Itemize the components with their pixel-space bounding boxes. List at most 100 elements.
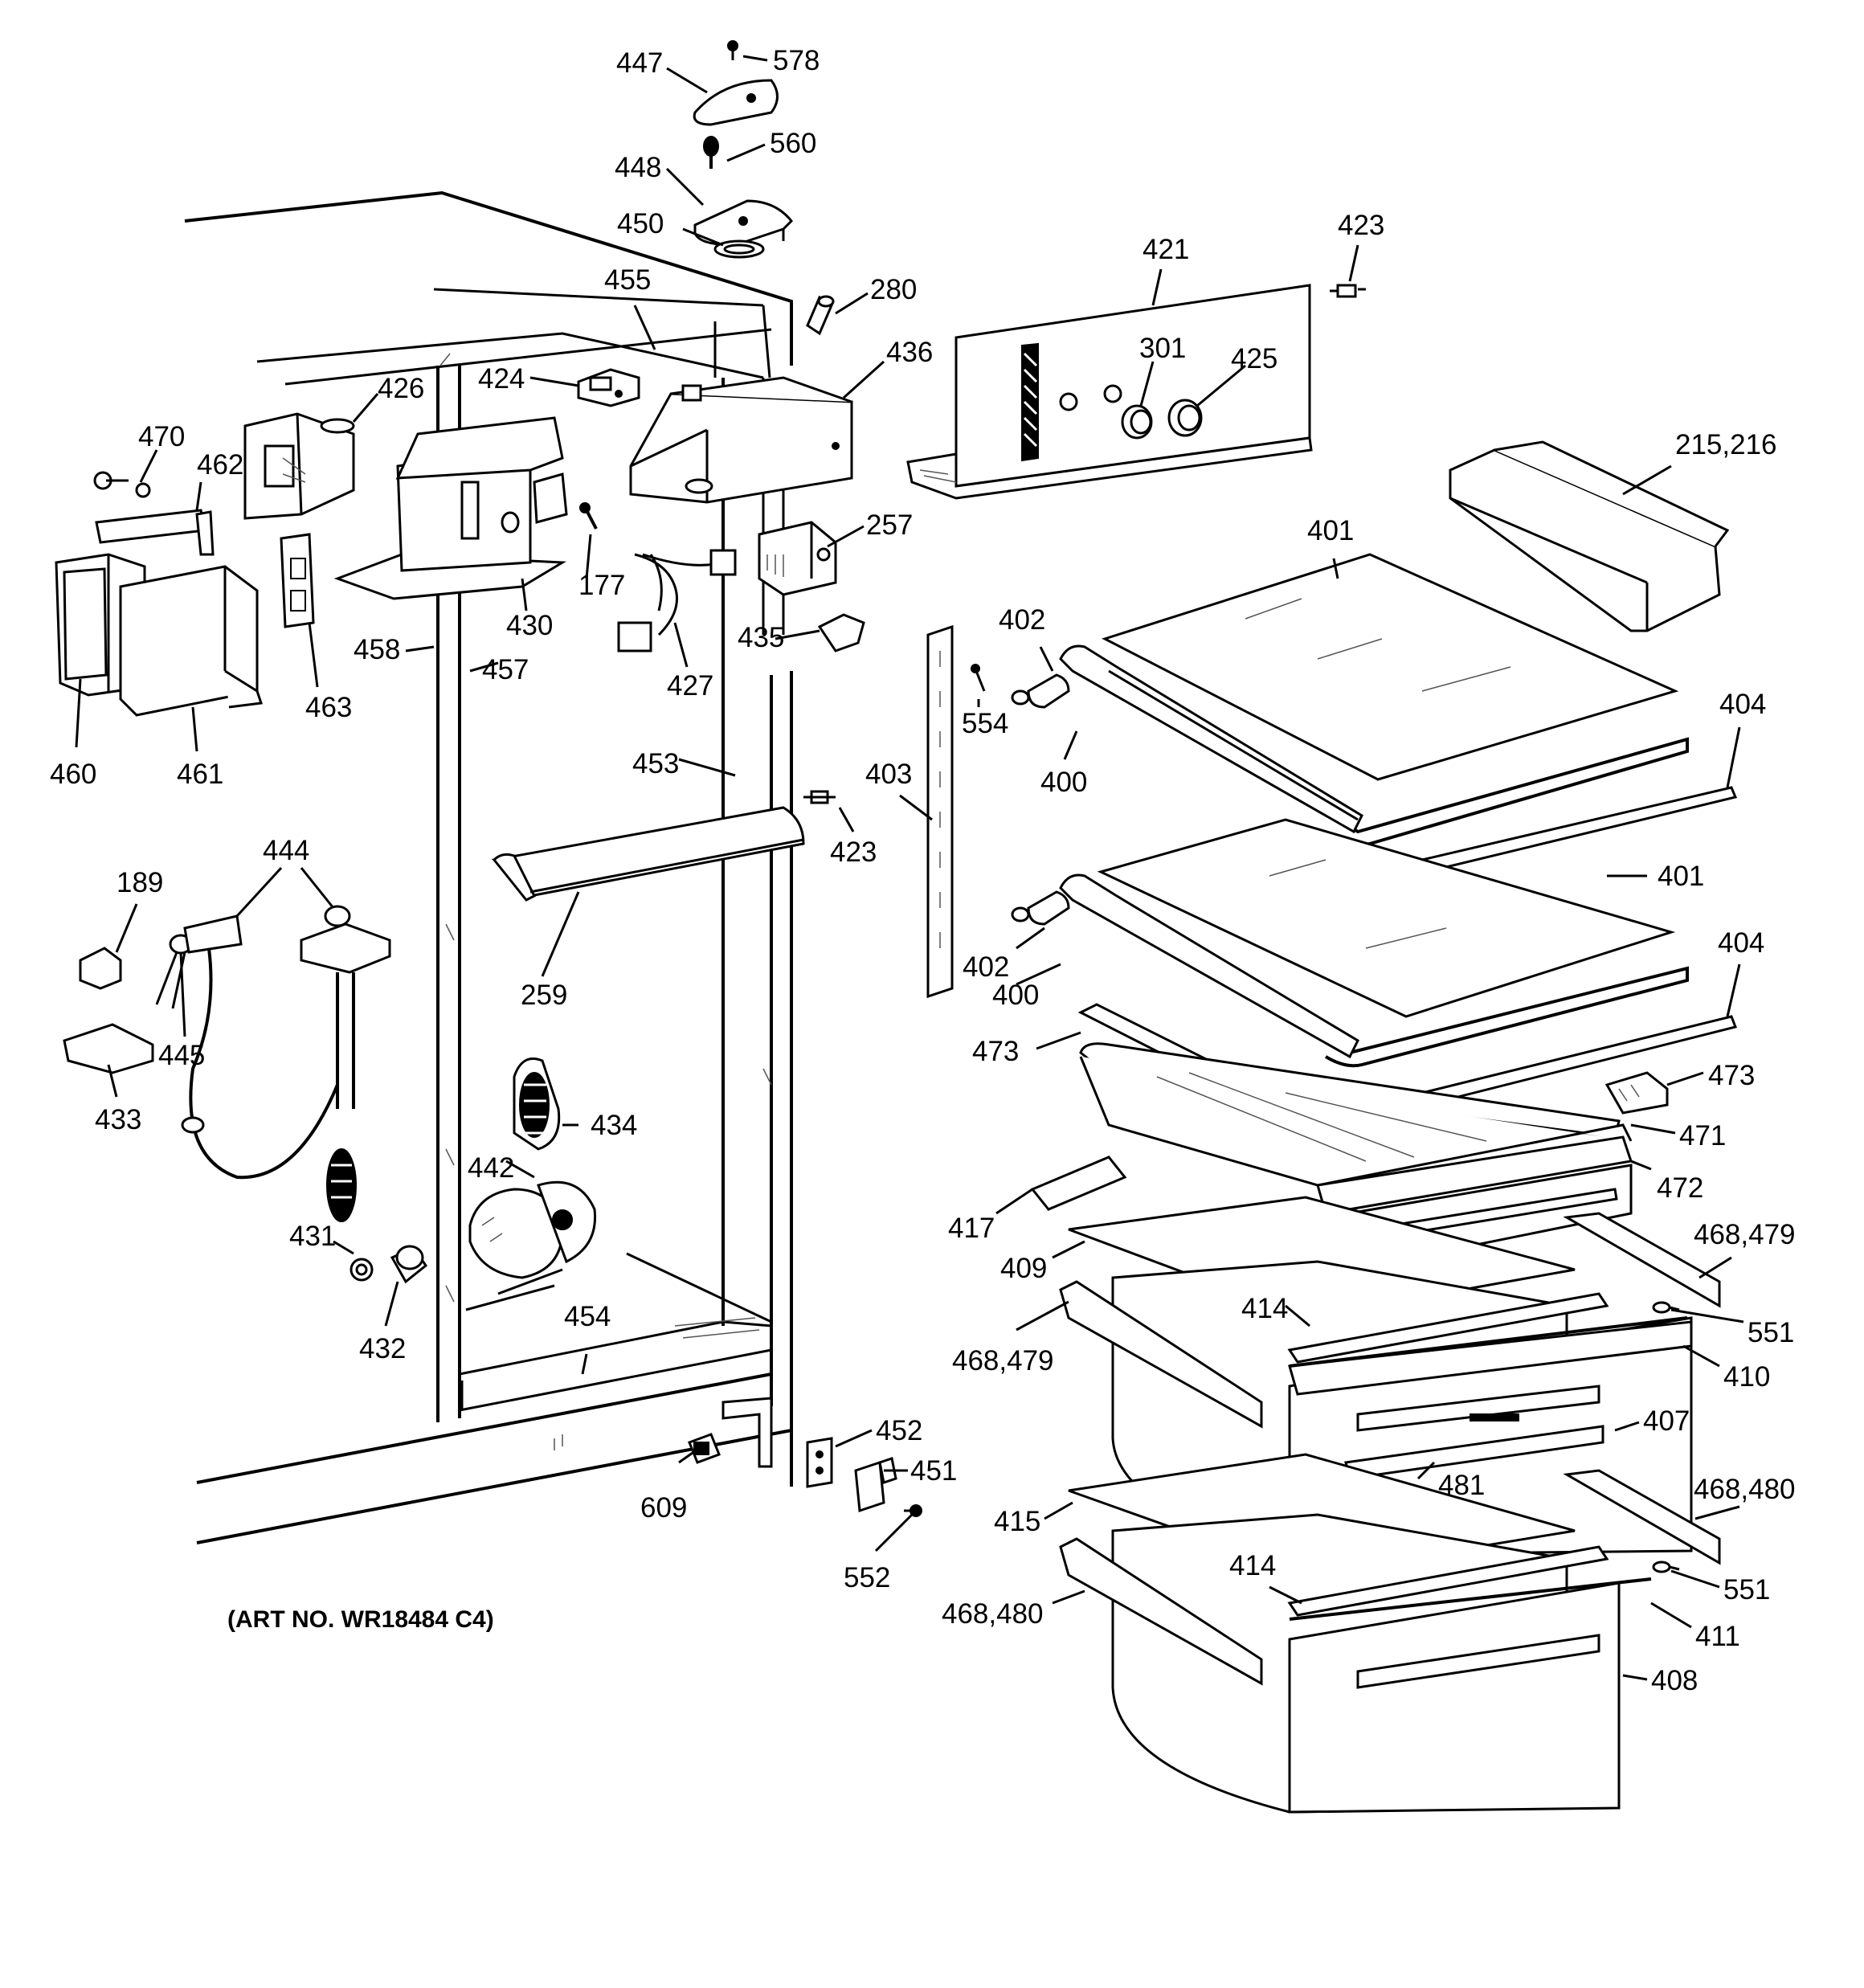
label-436: 436 [886, 337, 933, 368]
label-444: 444 [263, 835, 309, 866]
trim-414-top [1287, 1292, 1609, 1364]
shelf-trim-404-mid [1420, 1015, 1738, 1106]
heater-434 [513, 1057, 561, 1151]
control-knob-425 [1167, 399, 1203, 437]
shelf-401-top [1102, 553, 1679, 781]
label-481: 481 [1438, 1470, 1485, 1501]
screw-578 [727, 40, 738, 60]
housing-461 [119, 565, 264, 717]
label-414-bottom: 414 [1229, 1550, 1276, 1581]
screw-551-top [1652, 1301, 1680, 1314]
label-453: 453 [632, 748, 679, 779]
label-447: 447 [616, 47, 663, 79]
screw-177 [579, 502, 598, 530]
control-knob-301 [1121, 404, 1153, 440]
label-434: 434 [591, 1110, 637, 1141]
hinge-cover-447 [693, 79, 779, 126]
lamp-socket-423-mid [803, 790, 836, 804]
label-554: 554 [962, 708, 1008, 739]
label-473-left: 473 [972, 1036, 1019, 1067]
leader-lines [75, 55, 1744, 1681]
label-427: 427 [667, 670, 713, 702]
rail-468-480-left [1059, 1537, 1263, 1686]
damper-435 [817, 613, 865, 652]
label-426: 426 [378, 373, 424, 404]
shim-450 [713, 239, 765, 259]
rail-468-479-right [1563, 1212, 1721, 1308]
label-454: 454 [564, 1301, 611, 1332]
label-470: 470 [138, 421, 185, 452]
label-259: 259 [521, 980, 567, 1011]
label-468-480-right: 468,480 [1694, 1474, 1796, 1505]
label-404-mid: 404 [1718, 927, 1764, 959]
label-409: 409 [1000, 1253, 1047, 1284]
wire-harness-427 [617, 549, 737, 652]
screw-552 [904, 1504, 922, 1517]
label-445: 445 [158, 1040, 205, 1071]
trim-414-bottom [1287, 1545, 1609, 1617]
frame-410 [1289, 1316, 1688, 1368]
label-280: 280 [870, 274, 917, 305]
label-430: 430 [506, 610, 553, 641]
label-425: 425 [1231, 343, 1277, 374]
label-402-mid: 402 [963, 951, 1009, 983]
label-400-top: 400 [1040, 767, 1087, 798]
label-400-mid: 400 [992, 980, 1039, 1011]
rail-468-479-left [1059, 1280, 1263, 1429]
label-435: 435 [738, 622, 784, 653]
rail-468-480-right [1563, 1469, 1721, 1565]
label-442: 442 [468, 1152, 514, 1184]
label-414-top: 414 [1241, 1293, 1288, 1324]
label-408: 408 [1651, 1665, 1698, 1696]
label-551-bottom: 551 [1723, 1574, 1770, 1606]
screw-560 [703, 136, 719, 169]
shelf-ladder-403 [926, 624, 954, 999]
shelf-401-mid [1097, 818, 1676, 1018]
tube-445 [155, 934, 193, 1009]
art-number: (ART NO. WR18484 C4) [227, 1606, 494, 1633]
auger-motor-442 [468, 1180, 597, 1279]
label-578: 578 [773, 45, 820, 76]
label-433: 433 [95, 1104, 141, 1135]
water-line-444 [181, 905, 391, 1180]
cover-430 [333, 416, 568, 600]
label-411: 411 [1695, 1621, 1740, 1652]
label-423-top: 423 [1338, 210, 1384, 241]
label-301: 301 [1139, 333, 1186, 364]
label-257: 257 [866, 509, 913, 541]
label-448: 448 [615, 152, 661, 183]
ledge-454 [465, 1268, 563, 1311]
label-424: 424 [478, 363, 525, 395]
label-473-right: 473 [1708, 1060, 1755, 1091]
label-461: 461 [177, 759, 223, 790]
label-552: 552 [844, 1562, 890, 1593]
grommet-431 [326, 1148, 374, 1282]
crisper-cover-473-right [1604, 1071, 1669, 1115]
label-457: 457 [482, 654, 529, 685]
switch-609 [688, 1433, 721, 1464]
label-462: 462 [197, 449, 243, 481]
door-bin-215-216 [1449, 440, 1730, 632]
label-415: 415 [994, 1506, 1040, 1537]
label-432: 432 [359, 1333, 406, 1364]
dispenser-housing-426 [243, 412, 355, 520]
crisper-frame-471 [1079, 1042, 1633, 1187]
shelf-mount-402-mid [1011, 890, 1070, 926]
slide-417 [1030, 1156, 1127, 1211]
label-551-top: 551 [1748, 1317, 1794, 1348]
label-460: 460 [50, 759, 96, 790]
bracket-bottom [721, 1397, 773, 1468]
bracket-462 [95, 509, 215, 556]
bushing-280 [806, 295, 835, 336]
bushing-432 [390, 1245, 428, 1284]
label-609: 609 [640, 1492, 687, 1524]
screw-551-bottom [1652, 1561, 1680, 1573]
cover-259 [491, 806, 805, 902]
thermostat-257 [758, 521, 837, 596]
label-177: 177 [578, 570, 625, 601]
label-189: 189 [117, 867, 163, 898]
label-215-216: 215,216 [1675, 429, 1777, 460]
grommets-470 [93, 471, 151, 498]
control-panel-421 [906, 284, 1313, 500]
